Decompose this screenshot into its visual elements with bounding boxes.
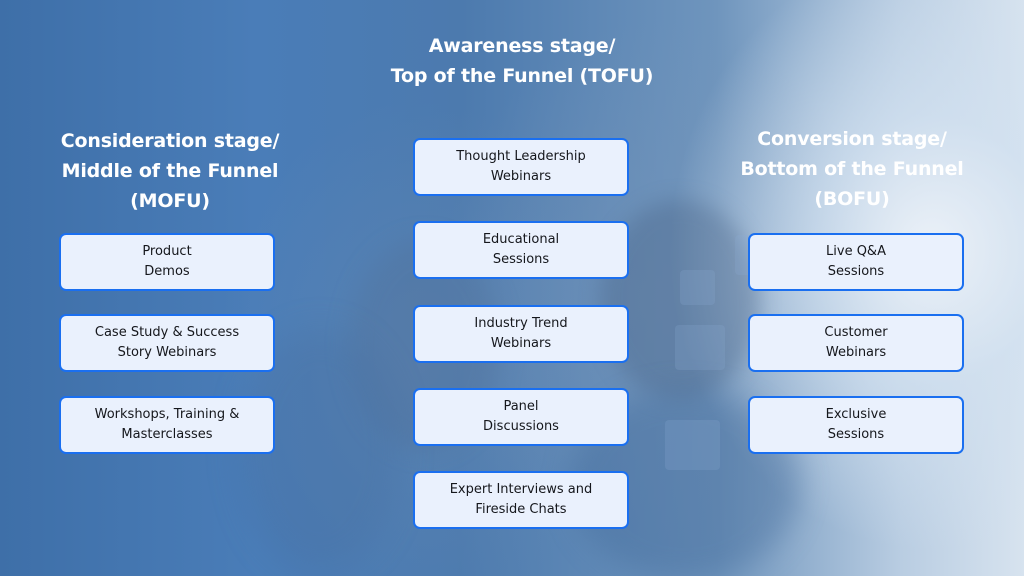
bofu-title-line-2: Bottom of the Funnel — [740, 158, 964, 180]
mofu-stage-title: Consideration stage/ Middle of the Funne… — [30, 126, 310, 216]
tofu-title-line-2: Top of the Funnel (TOFU) — [390, 65, 654, 87]
background-glass-panel — [675, 325, 725, 370]
background-glass-panel — [680, 270, 715, 305]
tofu-stage-title: Awareness stage/ Top of the Funnel (TOFU… — [362, 31, 682, 91]
bofu-stage-title: Conversion stage/ Bottom of the Funnel (… — [722, 124, 982, 214]
mofu-item-label: Workshops, Training &Masterclasses — [94, 407, 240, 442]
bofu-title-line-3: (BOFU) — [814, 188, 890, 210]
bofu-title-line-1: Conversion stage/ — [757, 128, 947, 150]
tofu-title-line-1: Awareness stage/ — [428, 35, 616, 57]
mofu-item-box: Workshops, Training &Masterclasses — [59, 396, 275, 454]
mofu-title-line-1: Consideration stage/ — [60, 130, 280, 152]
mofu-title-line-3: (MOFU) — [130, 190, 210, 212]
background-glass-panel — [665, 420, 720, 470]
mofu-title-line-2: Middle of the Funnel — [61, 160, 279, 182]
